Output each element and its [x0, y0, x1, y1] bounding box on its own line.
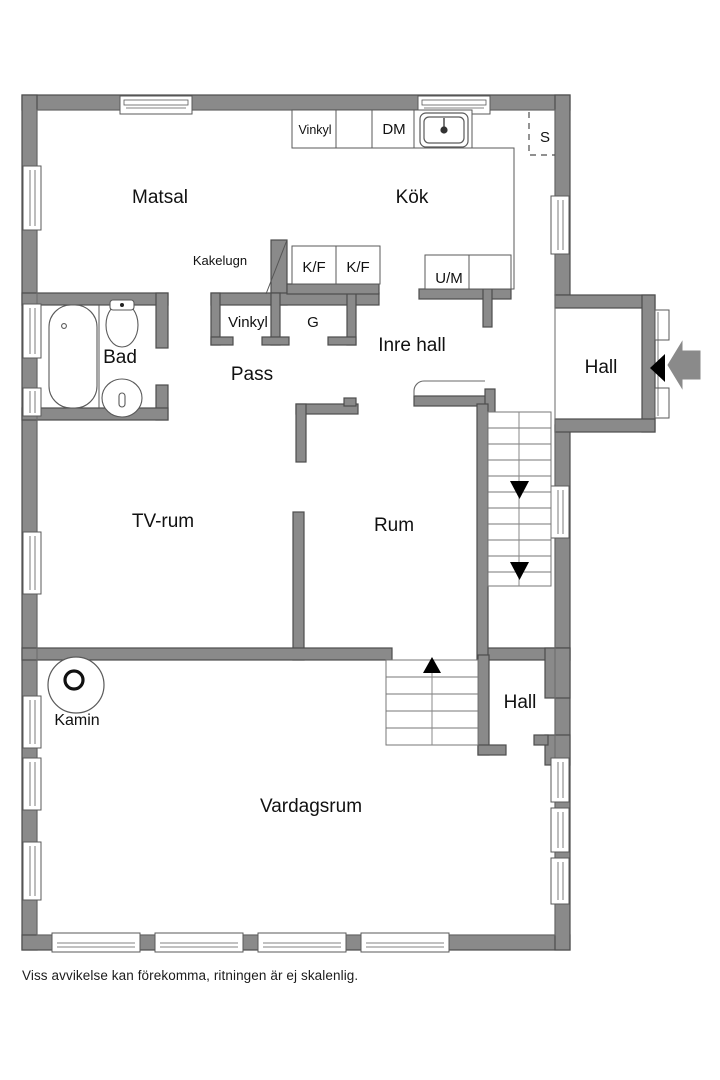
- window-bottom-2: [154, 932, 244, 953]
- wall-interior-bad-bottom: [21, 407, 169, 421]
- stair-direction-down-icon-2: [510, 562, 529, 580]
- window-right-2: [550, 485, 570, 539]
- window-bottom-3: [257, 932, 347, 953]
- wall-pass-left-foot: [210, 336, 234, 346]
- window-left-5: [22, 695, 42, 749]
- wall-hall-bumpout-top: [554, 294, 656, 309]
- fixture-label-dm: DM: [382, 121, 405, 138]
- room-label-kok: Kök: [396, 187, 429, 208]
- plan-disclaimer: Viss avvikelse kan förekomma, ritningen …: [22, 968, 359, 983]
- closet-s-boundary: [528, 112, 555, 156]
- kitchen-sink-icon: [419, 112, 469, 148]
- wall-exterior-right-upper: [554, 94, 571, 296]
- wall-um-stub: [482, 288, 493, 328]
- cabinet-vinkyl-kok: [291, 109, 337, 149]
- wall-kok-counter-kf: [286, 283, 380, 295]
- window-left-2: [22, 303, 42, 359]
- room-label-tv-rum: TV-rum: [132, 511, 194, 532]
- cabinet-um-right: [468, 254, 512, 290]
- kakelugn-leader-line: [265, 239, 288, 295]
- room-label-inre-hall: Inre hall: [378, 335, 446, 356]
- wall-pass-right-foot: [327, 336, 357, 346]
- wall-tvrum-rum-divider: [292, 511, 305, 661]
- entrance-arrow-icon: [650, 340, 701, 390]
- wall-rum-stub-vertical: [295, 403, 307, 463]
- stair-direction-up-icon: [423, 657, 441, 673]
- window-left-7: [22, 841, 42, 901]
- wall-hall-lower-right-stub-top: [544, 647, 571, 699]
- room-label-pass: Pass: [231, 364, 273, 385]
- bathroom-fixture-group: [48, 299, 143, 418]
- room-label-vardagsrum: Vardagsrum: [260, 796, 362, 817]
- wall-hall-lower-left: [477, 654, 490, 756]
- cabinet-group: [291, 109, 515, 290]
- room-label-hall-trappa: Hall: [504, 692, 537, 713]
- fixture-label-vinkyl-kok: Vinkyl: [298, 123, 331, 137]
- room-label-kamin: Kamin: [54, 712, 99, 729]
- fixture-label-um: U/M: [435, 270, 463, 287]
- window-right-4: [550, 807, 570, 853]
- wall-pass-mid-foot: [261, 336, 290, 346]
- wall-hall-lower-right-tab: [533, 734, 549, 746]
- door-swing-arc: [413, 380, 485, 396]
- bathtub-drain-icon: [61, 323, 67, 329]
- window-left-3: [22, 387, 42, 417]
- room-label-hall-entre: Hall: [585, 357, 618, 378]
- fixture-label-kf-1: K/F: [302, 259, 325, 276]
- fixture-label-kf-2: K/F: [346, 259, 369, 276]
- window-left-6: [22, 757, 42, 811]
- bathtub-icon: [48, 304, 98, 409]
- window-right-1: [550, 195, 570, 255]
- wall-rum-stub-tab: [343, 397, 357, 407]
- fixture-label-s-closet: S: [540, 129, 550, 146]
- fixture-label-vinkyl-pass: Vinkyl: [228, 314, 268, 331]
- window-left-1: [22, 165, 42, 231]
- fireplace-icon: [47, 656, 105, 714]
- room-label-group: Matsal Kök Bad Pass Inre hall Hall TV-ru…: [54, 187, 617, 817]
- cabinet-dm: [371, 109, 415, 149]
- wall-vardagsrum-top-left: [21, 647, 393, 661]
- wall-stair-shaft-left: [476, 403, 489, 663]
- window-bottom-1: [51, 932, 141, 953]
- window-right-3: [550, 757, 570, 803]
- window-top-1: [119, 95, 193, 115]
- annotation-label-kakelugn: Kakelugn: [193, 253, 247, 268]
- wall-hall-bumpout-right: [641, 294, 656, 433]
- stairs-main: [487, 411, 552, 587]
- window-group: [22, 95, 670, 953]
- fixture-label-g-closet: G: [307, 314, 319, 331]
- cabinet-kf-2: [335, 245, 381, 285]
- wall-interior-bad-right: [155, 292, 169, 349]
- stair-direction-down-icon-1: [510, 481, 529, 499]
- wall-interior-bad-top: [21, 292, 169, 306]
- room-label-matsal: Matsal: [132, 187, 188, 208]
- room-label-bad: Bad: [103, 347, 137, 368]
- annotation-group: Kakelugn: [193, 253, 247, 268]
- washbasin-tap-icon: [118, 392, 126, 408]
- wall-um-counter: [418, 288, 512, 300]
- cabinet-kok-blank: [335, 109, 373, 149]
- stairs-lower: [385, 657, 479, 746]
- window-right-5: [550, 857, 570, 905]
- room-label-rum: Rum: [374, 515, 414, 536]
- window-bottom-4: [360, 932, 450, 953]
- window-left-4: [22, 531, 42, 595]
- wall-hall-bumpout-bottom: [554, 418, 656, 433]
- wall-hall-lower-foot: [477, 744, 507, 756]
- fixture-label-group: Vinkyl DM S K/F K/F U/M Vinkyl G: [228, 121, 550, 331]
